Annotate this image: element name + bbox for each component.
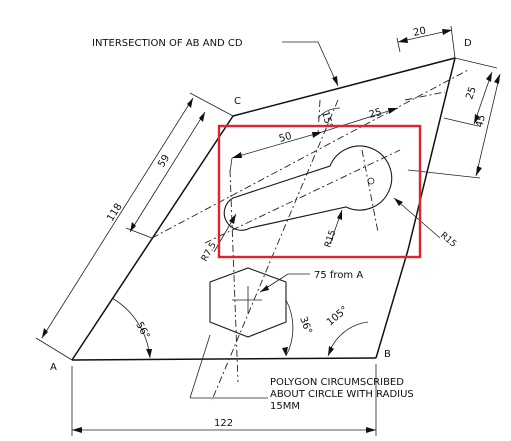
arrow-50-right [312, 132, 322, 138]
intersection-leader [282, 41, 339, 87]
angle-36-label: 36° [297, 315, 313, 335]
angle-56-label: 56° [133, 320, 151, 341]
ext-118-a [35, 337, 73, 361]
intersection-note: INTERSECTION OF AB AND CD [92, 38, 339, 87]
angle-105: 105° [325, 304, 369, 357]
edge-c-d [232, 57, 456, 117]
polygon-note-line2: ABOUT CIRCLE WITH RADIUS [270, 389, 414, 400]
dim-25r-label: 25 [464, 85, 478, 101]
dim-122: 122 [71, 364, 377, 436]
arrow-59-a [130, 222, 136, 232]
dim-25t-label: 25 [368, 107, 383, 121]
dim-50: 50 [229, 131, 323, 173]
center-line-right [404, 91, 446, 101]
ext-20-left [396, 37, 401, 53]
r15o-label: R15 [438, 231, 458, 250]
radius-r15-inner: R15 [323, 209, 343, 249]
point-a-label: A [50, 362, 57, 373]
circle-center-mark [367, 177, 375, 185]
dim-45-line [475, 73, 501, 177]
arrow-122-right [366, 427, 376, 433]
arrow-118-c [187, 98, 193, 108]
arrow-118-a [42, 328, 48, 338]
arrow-25t-right [388, 108, 398, 114]
edge-d-right [407, 57, 456, 251]
r7-5-arrow [229, 214, 236, 224]
polygon-note-leader [189, 334, 211, 399]
arrow-36 [282, 347, 288, 356]
intersection-label: INTERSECTION OF AB AND CD [92, 38, 243, 49]
center-line-slot [204, 149, 401, 244]
arrow-25r-bottom [474, 114, 480, 124]
outline [71, 57, 456, 361]
polygon-note: POLYGON CIRCUMSCRIBED ABOUT CIRCLE WITH … [189, 334, 414, 412]
ext-45-bottom [407, 169, 481, 179]
keyhole-slot [223, 145, 393, 231]
dim-20: 20 [396, 25, 456, 59]
dim-59-label: 59 [156, 153, 172, 170]
r15o-leader [393, 197, 441, 239]
dim-20-label: 20 [412, 26, 427, 39]
edge-right-b [375, 249, 409, 359]
angle-56: 56° [111, 297, 152, 359]
dim-118-label: 118 [105, 202, 124, 224]
arrow-20-left [398, 37, 408, 43]
arc-105 [327, 321, 369, 357]
arrow-59-c [199, 112, 205, 122]
polygon-note-line3: 15MM [270, 401, 300, 412]
ext-25r-top [454, 57, 498, 69]
polygon-hexagon [209, 267, 287, 338]
point-c-label: C [234, 96, 241, 107]
polygon-note-line1: POLYGON CIRCUMSCRIBED [270, 377, 404, 388]
point-d-label: D [464, 38, 472, 49]
center-line-vertical-left [229, 169, 239, 383]
arrow-105 [328, 346, 334, 356]
point-b-label: B [384, 349, 391, 360]
dim-45: 45 [407, 73, 501, 179]
center-line-circle [361, 149, 379, 233]
dim-122-label: 122 [214, 418, 233, 429]
arc-15 [317, 107, 341, 119]
radius-r15-outer: R15 [393, 197, 458, 250]
note-75-arrow [260, 285, 269, 292]
dim-25-right: 25 [443, 57, 498, 127]
angle-36: 36° [282, 299, 314, 357]
dim-59-line [129, 111, 206, 233]
arrow-45-bottom [476, 166, 482, 176]
ext-59 [125, 227, 153, 239]
hexagon [209, 267, 287, 338]
ext-118-c [189, 92, 234, 117]
r15o-arrow [394, 198, 403, 206]
arrow-20-right [442, 29, 452, 35]
dim-25t-line [321, 107, 399, 133]
r7-5-label: R7.5 [200, 241, 219, 264]
dim-118-line [41, 97, 194, 339]
slot-profile [223, 145, 393, 231]
arrow-122-left [72, 427, 82, 433]
dim-25-top: 25 [321, 107, 399, 133]
r15i-arrow [337, 210, 342, 220]
dim-45-label: 45 [474, 114, 488, 129]
edge-a-b [71, 357, 377, 361]
arrow-25r-top [486, 72, 492, 82]
highlight-box [217, 124, 422, 259]
note-75-label: 75 from A [314, 270, 363, 281]
arrow-50-left [232, 152, 242, 158]
intersection-arrow [332, 76, 338, 86]
arc-36 [285, 299, 294, 357]
arrow-56 [146, 349, 152, 358]
note-75: 75 from A [259, 270, 363, 293]
arrow-45-top [494, 74, 500, 84]
dim-50-line [231, 131, 323, 159]
center-line-ab-extension [211, 99, 339, 401]
r15i-label: R15 [323, 229, 338, 249]
ext-20-right [450, 25, 456, 59]
ext-25r-bottom [443, 117, 479, 127]
ext-50-left [229, 157, 233, 173]
dim-50-label: 50 [278, 131, 293, 145]
angle-105-label: 105° [325, 304, 351, 328]
